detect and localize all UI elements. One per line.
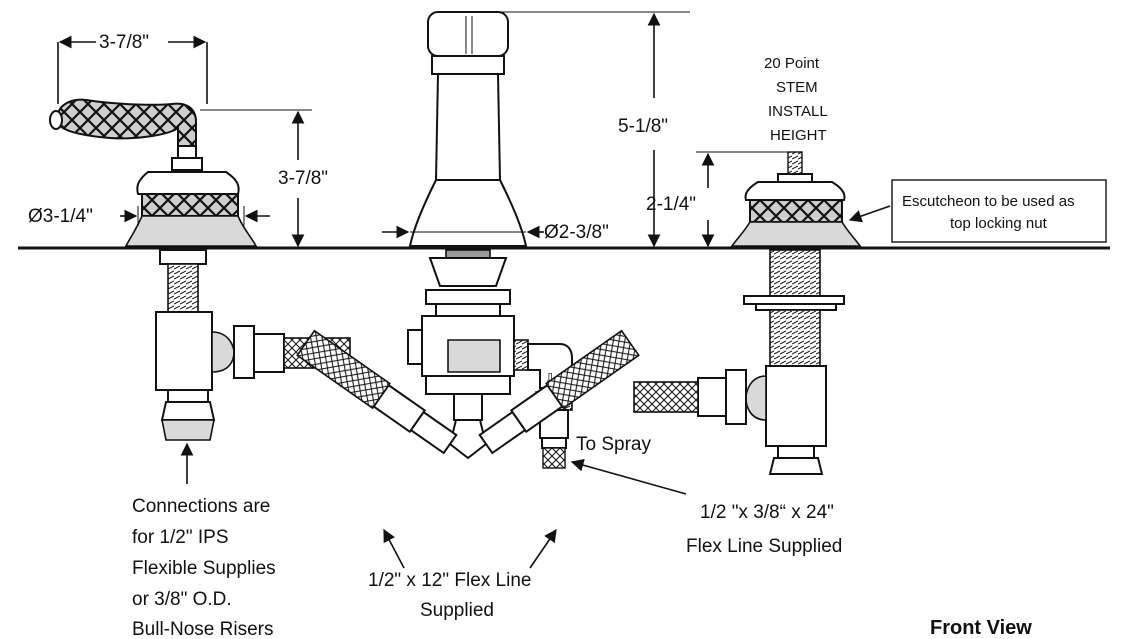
connections-line5: Bull-Nose Risers <box>132 619 273 639</box>
left-handle-valve <box>49 98 351 441</box>
left-escutcheon-diameter-label: Ø3-1/4" <box>28 206 93 227</box>
flex-12-line1: 1/2" x 12" Flex Line <box>368 570 531 591</box>
spout-height-label: 5-1/8" <box>618 116 668 137</box>
center-spout: ⇩ <box>296 11 640 469</box>
connections-line1: Connections are <box>132 496 270 517</box>
connections-line4: or 3/8" O.D. <box>132 589 232 610</box>
left-handle-width-label: 3-7/8" <box>99 32 149 53</box>
flex-12-line2: Supplied <box>420 600 494 621</box>
view-title: Front View <box>930 617 1032 639</box>
escutcheon-note-line1: Escutcheon to be used as <box>902 193 1075 210</box>
left-handle-height-label: 3-7/8" <box>278 168 328 189</box>
flex-24-line2: Flex Line Supplied <box>686 536 842 557</box>
escutcheon-note-box <box>891 179 1107 243</box>
stem-point-label: 20 Point <box>764 55 820 72</box>
flex-24-line1: 1/2 "x 3/8“ x 24" <box>700 502 834 523</box>
connections-line3: Flexible Supplies <box>132 558 276 579</box>
right-handle-valve <box>633 151 862 475</box>
connections-line2: for 1/2" IPS <box>132 527 229 548</box>
escutcheon-note-line2: top locking nut <box>950 215 1048 232</box>
stem-install-label: INSTALL <box>768 103 828 120</box>
to-spray-label: To Spray <box>576 434 651 455</box>
stem-height-dimension-label: 2-1/4" <box>646 194 696 215</box>
spout-base-diameter-label: Ø2-3/8" <box>544 222 609 243</box>
stem-height-word-label: HEIGHT <box>770 127 827 144</box>
left-lever-handle <box>57 98 197 147</box>
stem-stem-label: STEM <box>776 79 818 96</box>
